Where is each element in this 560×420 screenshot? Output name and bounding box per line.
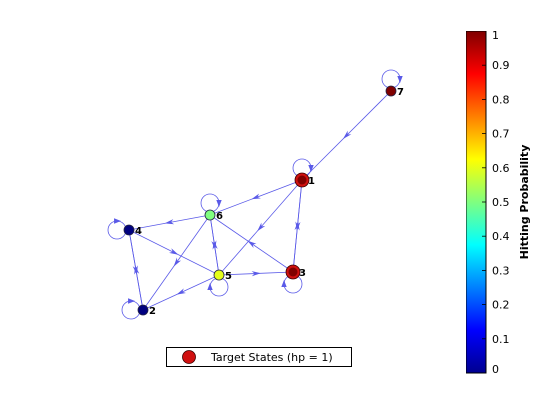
- edge-arrow-1-5: [257, 222, 266, 232]
- edge-arrow-4-5: [169, 248, 179, 255]
- colorbar-tick-label: 0.9: [492, 59, 510, 72]
- edge-arrow-3-1: [294, 221, 300, 231]
- self-loop-arrow-3: [281, 280, 287, 287]
- colorbar-tick-label: 0.5: [492, 196, 510, 209]
- colorbar-tick-label: 0.4: [492, 230, 510, 243]
- self-loop-arrow-7: [397, 76, 403, 83]
- node-2[interactable]: [137, 304, 149, 316]
- edge-arrow-6-4: [164, 219, 175, 225]
- colorbar-tick-label: 0.6: [492, 162, 510, 175]
- edge-arrow-5-6: [212, 240, 218, 250]
- edges-layer: [107, 69, 403, 320]
- node-label-7: 7: [397, 87, 404, 98]
- colorbar-tick-label: 0.8: [492, 93, 510, 106]
- node-4[interactable]: [123, 224, 135, 236]
- legend-label: Target States (hp = 1): [211, 350, 333, 364]
- nodes-layer: 1 2 3 4 5 6 7: [123, 85, 404, 317]
- self-loop-arrow-4: [114, 218, 121, 224]
- colorbar-title: Hitting Probability: [518, 145, 531, 260]
- self-loop-2: [121, 300, 141, 320]
- node-7[interactable]: [385, 85, 397, 97]
- colorbar-tick-label: 0.1: [492, 333, 510, 346]
- node-6[interactable]: [204, 209, 216, 221]
- node-label-6: 6: [216, 211, 223, 222]
- edge-arrow-5-2: [176, 288, 186, 295]
- colorbar-tick-label: 0: [492, 363, 499, 376]
- edge-arrow-5-3: [251, 271, 261, 277]
- node-1[interactable]: [297, 175, 307, 185]
- node-label-3: 3: [299, 268, 306, 279]
- node-label-2: 2: [149, 306, 156, 317]
- colorbar-ticks: 0 0.1 0.2 0.3 0.4 0.5 0.6 0.7 0.8 0.9 1: [482, 29, 510, 376]
- node-label-5: 5: [225, 271, 232, 282]
- edge-arrow-2-4: [134, 265, 140, 275]
- edge-arrow-1-6: [251, 193, 261, 200]
- self-loop-arrow-2: [128, 298, 135, 304]
- colorbar-tick-label: 0.2: [492, 299, 510, 312]
- colorbar-tick-label: 0.3: [492, 264, 510, 277]
- self-loop-arrow-5: [207, 283, 213, 290]
- target-marker-icon: [182, 350, 196, 364]
- edge-arrow-7-1: [342, 130, 352, 140]
- self-loop-4: [107, 220, 127, 240]
- markov-chain-graph: 1 2 3 4 5 6 7: [107, 69, 404, 320]
- edge-arrow-3-6: [247, 240, 257, 249]
- self-loop-6: [200, 193, 220, 213]
- self-loop-arrow-1: [308, 165, 314, 172]
- colorbar-tick-label: 0.7: [492, 128, 510, 141]
- node-label-4: 4: [135, 226, 142, 237]
- node-3[interactable]: [288, 267, 298, 277]
- colorbar-tick-label: 1: [492, 31, 499, 42]
- edge-arrow-6-2: [173, 257, 182, 267]
- node-5[interactable]: [213, 269, 225, 281]
- node-label-1: 1: [308, 176, 315, 187]
- colorbar: 0 0.1 0.2 0.3 0.4 0.5 0.6 0.7 0.8 0.9 1 Hitting Pr…: [465, 29, 556, 376]
- self-loop-arrow-6: [216, 200, 222, 207]
- self-loop-7: [381, 69, 401, 89]
- legend: Target States (hp = 1): [166, 347, 352, 367]
